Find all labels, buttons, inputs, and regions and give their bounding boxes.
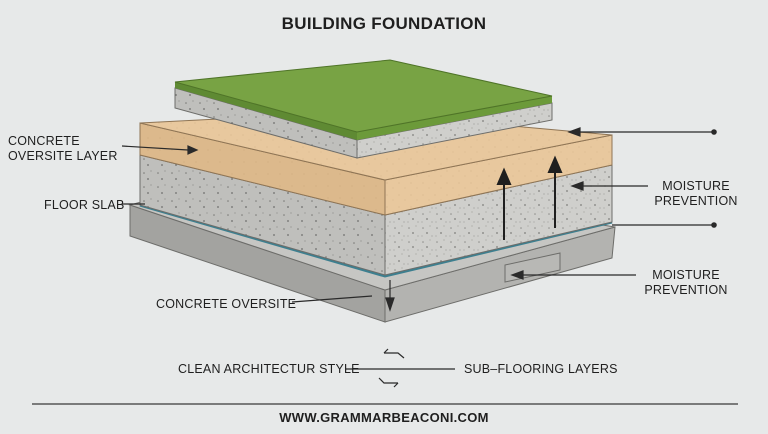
- label-concrete-oversite-layer: CONCRETE OVERSITE LAYER: [8, 134, 118, 163]
- footer-url: WWW.GRAMMARBEACONI.COM: [279, 410, 489, 425]
- grass-layer: [174, 59, 553, 140]
- diagram-title: BUILDING FOUNDATION: [281, 14, 487, 33]
- swap-arrows-icon: [346, 348, 455, 388]
- label-clean-architecture-style: CLEAN ARCHITECTUR STYLE: [178, 362, 360, 376]
- label-moisture-prevention-upper: MOISTURE PREVENTION: [654, 179, 738, 208]
- label-sub-flooring-layers: SUB–FLOORING LAYERS: [464, 362, 618, 376]
- label-moisture-prevention-lower: MOISTURE PREVENTION: [644, 268, 728, 297]
- label-floor-slab: FLOOR SLAB: [44, 198, 125, 212]
- top-concrete-block: [174, 87, 553, 159]
- upward-arrows: [496, 155, 563, 240]
- label-concrete-oversite: CONCRETE OVERSITE: [156, 297, 297, 311]
- leader-lines: [121, 127, 717, 312]
